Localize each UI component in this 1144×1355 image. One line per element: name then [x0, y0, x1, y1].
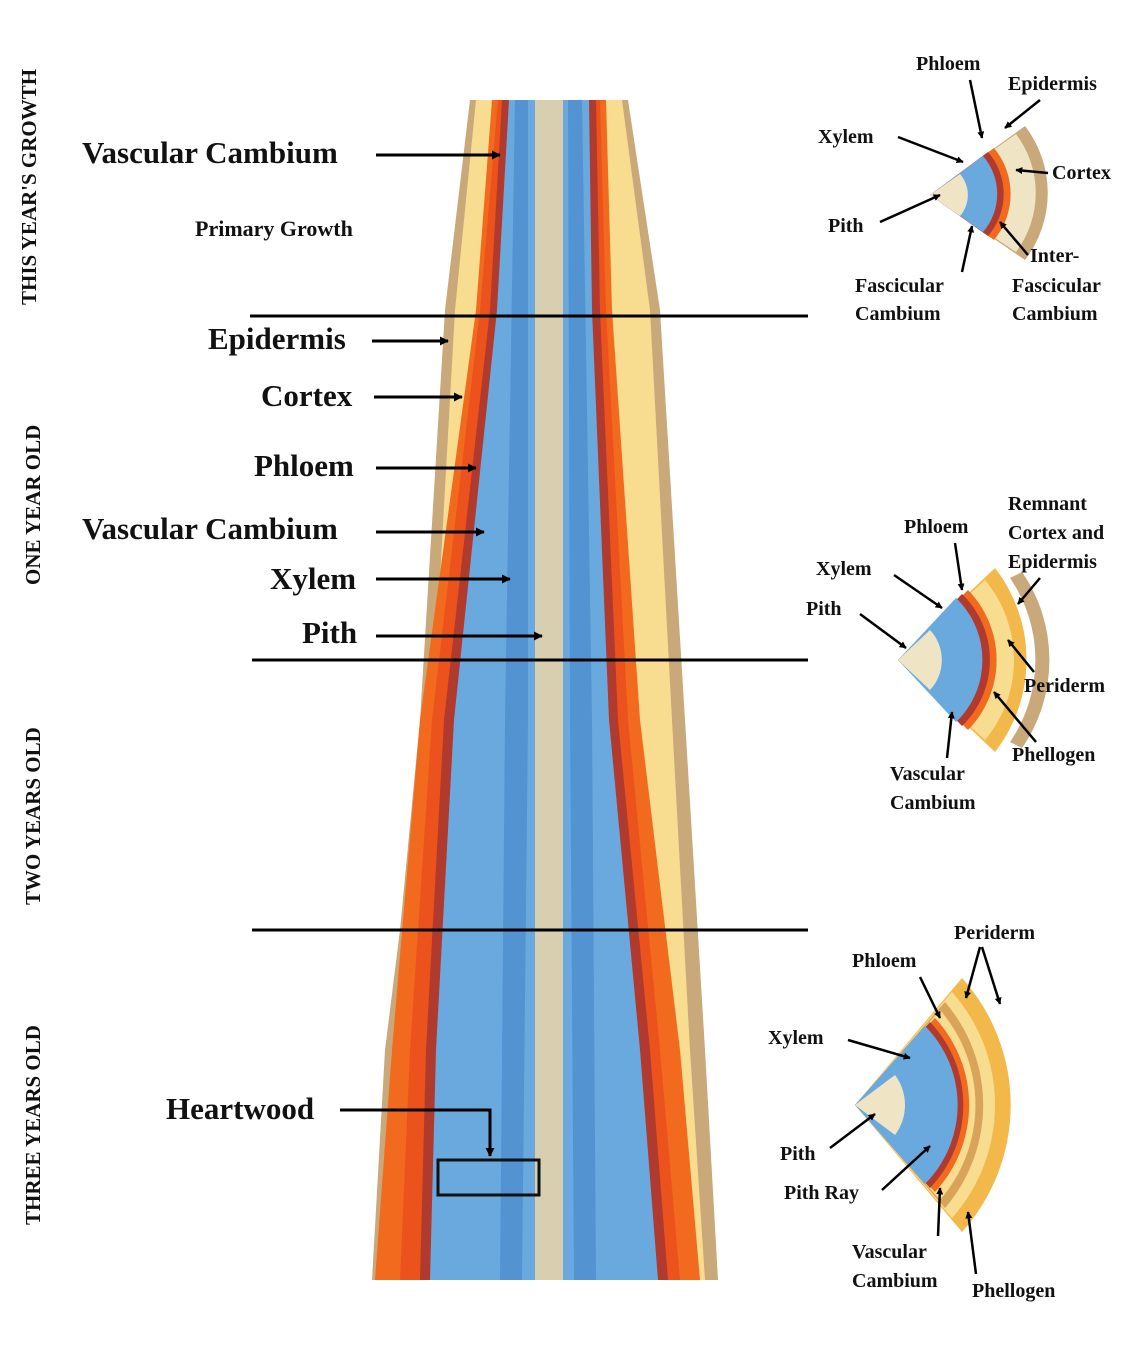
side-label-two-years: TWO YEARS OLD	[21, 727, 45, 905]
cs2-label-vc2: Cambium	[890, 792, 976, 814]
cs1-label-fasc1: Fascicular	[855, 275, 944, 297]
label-phloem: Phloem	[254, 448, 354, 483]
cs3-arrow-periderm-2	[982, 947, 1000, 1004]
side-label-this-year: THIS YEAR'S GROWTH	[17, 69, 41, 305]
cs3-arrow-periderm-1	[966, 947, 980, 998]
label-xylem: Xylem	[270, 561, 356, 596]
cs1-label-inter1: Inter-	[1030, 245, 1079, 267]
cs3-arrow-xylem	[848, 1040, 910, 1058]
cs1-arrow-pith	[880, 195, 940, 222]
cs3-label-phloem: Phloem	[852, 950, 917, 972]
label-epidermis: Epidermis	[208, 321, 346, 356]
cs2-label-remnant3: Epidermis	[1008, 551, 1097, 573]
cs1-arrow-fasc	[962, 226, 972, 272]
cs2-label-periderm: Periderm	[1024, 675, 1105, 697]
cs1-arrow-epidermis	[1005, 100, 1040, 128]
cs3-arrow-pith	[830, 1114, 875, 1148]
cs1-label-inter3: Cambium	[1012, 303, 1098, 325]
stem-longitudinal-section	[372, 100, 718, 1280]
cs2-label-phellogen: Phellogen	[1012, 744, 1095, 766]
cs3-label-pith: Pith	[780, 1143, 816, 1165]
cs1-label-inter2: Fascicular	[1012, 275, 1101, 297]
cs2-label-remnant1: Remnant	[1008, 493, 1087, 515]
cs3-label-vc2: Cambium	[852, 1270, 938, 1292]
cs2-arrow-phloem	[955, 543, 962, 590]
cs3-label-phellogen: Phellogen	[972, 1280, 1055, 1302]
cs1-label-fasc2: Cambium	[855, 303, 941, 325]
label-vascular-cambium: Vascular Cambium	[82, 511, 338, 546]
cross-section-primary	[930, 126, 1048, 260]
label-vascular-cambium-top: Vascular Cambium	[82, 135, 338, 170]
cs2-label-phloem: Phloem	[904, 516, 969, 538]
cs2-arrow-vc	[947, 712, 952, 758]
cs2-label-pith: Pith	[806, 598, 842, 620]
label-pith: Pith	[302, 615, 357, 650]
side-label-one-year: ONE YEAR OLD	[21, 425, 45, 585]
label-heartwood: Heartwood	[166, 1091, 314, 1126]
cs2-label-xylem: Xylem	[816, 558, 872, 580]
cs3-arrow-phloem	[920, 977, 940, 1018]
cs3-label-xylem: Xylem	[768, 1027, 824, 1049]
pith-layer	[535, 100, 563, 1280]
cs2-arrow-pith	[860, 614, 906, 648]
cs1-label-pith: Pith	[828, 215, 864, 237]
cs3-label-pith-ray: Pith Ray	[784, 1182, 859, 1204]
label-primary-growth: Primary Growth	[195, 216, 353, 241]
cs2-label-vc1: Vascular	[890, 763, 965, 785]
cs2-label-remnant2: Cortex and	[1008, 522, 1104, 544]
cs1-label-phloem: Phloem	[916, 53, 981, 75]
cs3-arrow-phellogen	[968, 1212, 976, 1274]
cs1-label-xylem: Xylem	[818, 126, 874, 148]
cross-section-three-years	[855, 978, 1011, 1232]
label-cortex: Cortex	[261, 378, 353, 413]
cs1-pith	[930, 174, 968, 216]
side-label-three-years: THREE YEARS OLD	[21, 1025, 45, 1225]
cs1-arrow-xylem	[898, 137, 963, 162]
cs2-arrow-xylem	[894, 575, 942, 608]
cs3-label-vc1: Vascular	[852, 1241, 927, 1263]
cs3-label-periderm: Periderm	[954, 922, 1035, 944]
cs1-label-epidermis: Epidermis	[1008, 73, 1097, 95]
cs1-label-cortex: Cortex	[1052, 162, 1111, 184]
cs1-arrow-phloem	[970, 80, 982, 138]
